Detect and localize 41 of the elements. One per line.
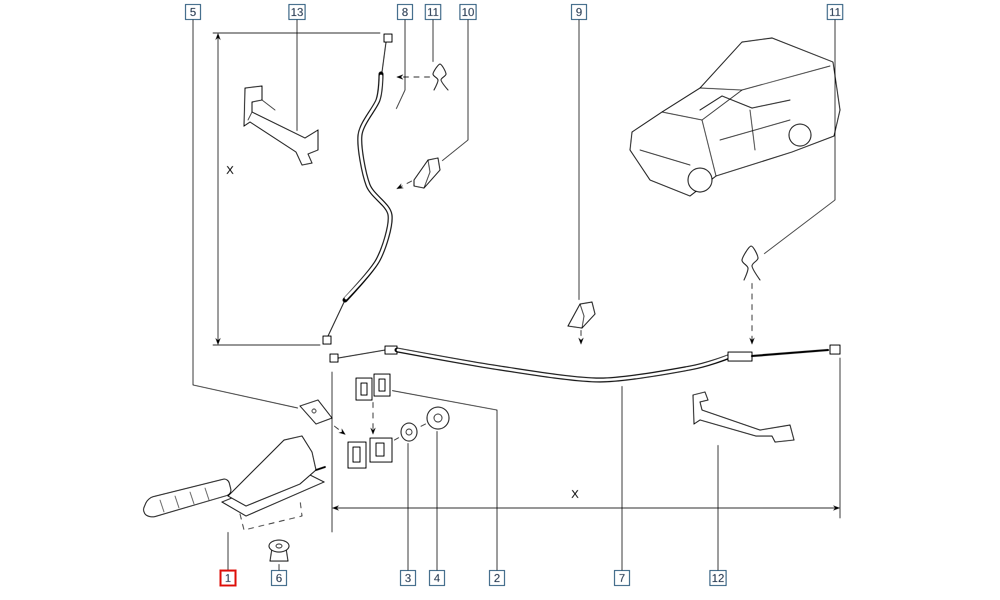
bracket-drawing — [692, 391, 795, 442]
leader-line — [442, 20, 468, 162]
assembly-line — [419, 424, 426, 428]
leader-line — [392, 390, 498, 570]
callout-number: 6 — [270, 570, 288, 586]
callout-number: 7 — [614, 570, 630, 586]
leader-line — [578, 20, 580, 300]
leader-line — [396, 20, 406, 109]
callout-number: 8 — [396, 4, 414, 20]
equalizer-drawing — [356, 374, 390, 400]
nut-drawing — [268, 540, 290, 562]
lever-drawing — [143, 436, 326, 530]
callout-number: 11 — [424, 4, 442, 20]
leader-line — [192, 20, 298, 408]
cable-drawing — [330, 344, 840, 382]
callout-number: 12 — [709, 570, 727, 586]
clip-drawing — [432, 64, 448, 90]
equalizer-drawing — [348, 438, 392, 468]
clip-drawing — [414, 157, 440, 188]
clip-drawing — [742, 246, 760, 280]
leader-line — [432, 20, 434, 62]
bracket-drawing — [244, 86, 318, 166]
callout-number: 5 — [184, 4, 202, 20]
leader-line — [764, 20, 836, 254]
callout-number: 1 — [219, 569, 237, 587]
callout-number: 4 — [428, 570, 446, 586]
nut-drawing — [426, 406, 450, 430]
callout-number: 11 — [826, 4, 844, 20]
dimension-label: X — [571, 490, 579, 498]
assembly-line — [394, 437, 400, 440]
leader-line — [278, 564, 280, 570]
dimension-label: X — [226, 166, 234, 174]
callout-number: 13 — [288, 4, 306, 20]
callout-number: 2 — [488, 570, 506, 586]
callout-number: 10 — [459, 4, 477, 20]
washer-drawing — [400, 422, 418, 442]
cable-drawing — [322, 34, 393, 344]
leader-line — [296, 20, 298, 132]
leader-line — [436, 431, 438, 570]
callout-number: 3 — [400, 570, 416, 586]
callout-number: 9 — [570, 4, 588, 20]
